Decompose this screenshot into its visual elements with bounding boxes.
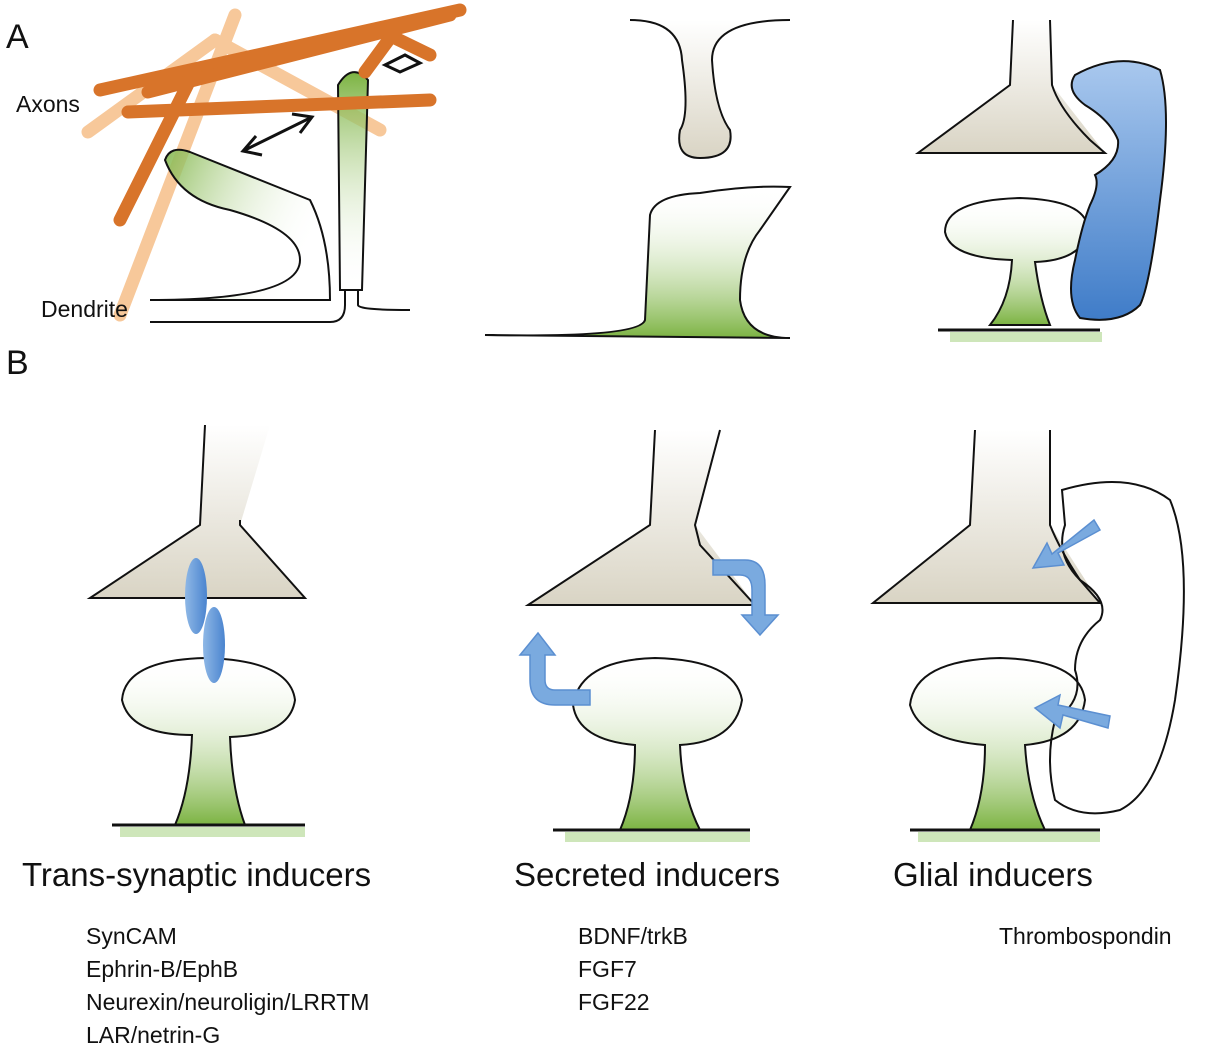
adhesion-molecule: [185, 558, 207, 634]
glial-list: Thrombospondin: [999, 920, 1172, 953]
axon-branch: [358, 31, 397, 79]
dendrite-outline: [150, 290, 411, 323]
dendrite-shaft-glow: [950, 332, 1102, 342]
list-item: LAR/netrin-G: [86, 1022, 221, 1048]
column-heading-secreted: Secreted inducers: [514, 856, 780, 893]
panel-b-glial: [870, 429, 1185, 842]
curved-arrow-icon: [518, 631, 591, 706]
column-heading-glial: Glial inducers: [893, 856, 1093, 893]
panel-label-a: A: [6, 18, 29, 56]
trans-synaptic-list: SynCAM Ephrin-B/EphB Neurexin/neuroligin…: [86, 920, 369, 1052]
list-item: FGF7: [578, 956, 637, 982]
bouton-icon: [381, 53, 424, 74]
dendrite-shaft-glow: [918, 832, 1100, 842]
dendrite-shaft-glow: [120, 827, 305, 837]
list-item: Ephrin-B/EphB: [86, 956, 239, 982]
axon-branch: [388, 31, 437, 62]
glial-process: [1070, 60, 1167, 321]
dendrite-shaft-glow: [565, 832, 750, 842]
spine-outline: [908, 656, 1087, 831]
straight-arrow-icon: [1033, 693, 1111, 730]
presynaptic-terminal: [90, 425, 305, 598]
list-item: FGF22: [578, 989, 650, 1015]
double-arrow-icon: [240, 112, 315, 157]
axons-label: Axons: [16, 91, 80, 117]
axon: [141, 8, 457, 99]
list-item: SynCAM: [86, 923, 177, 949]
panel-b-trans-synaptic: [86, 424, 308, 837]
list-item: BDNF/trkB: [578, 923, 688, 949]
spine-outline: [571, 656, 744, 831]
adhesion-molecule: [203, 607, 225, 683]
presynaptic-terminal: [528, 430, 755, 605]
dendritic-protrusion: [484, 185, 792, 339]
straight-arrow-icon: [1031, 518, 1102, 569]
presynaptic-terminal: [918, 20, 1105, 153]
panel-a-middle: [484, 19, 792, 339]
axon: [113, 63, 202, 227]
glial-process-outline: [1049, 481, 1185, 815]
spine-outline: [120, 656, 297, 826]
curved-arrow-icon: [712, 559, 780, 637]
panel-label-b: B: [6, 344, 29, 382]
panel-b-secreted: [518, 429, 780, 842]
presynaptic-outline: [914, 19, 1108, 154]
column-heading-trans-synaptic: Trans-synaptic inducers: [22, 856, 372, 893]
secreted-list: BDNF/trkB FGF7 FGF22: [578, 920, 688, 1019]
presynaptic-outline: [870, 429, 1103, 604]
panel-a-right: [914, 19, 1167, 342]
list-item: Thrombospondin: [999, 923, 1172, 949]
dendritic-filopodium: [149, 148, 332, 301]
spine-head: [943, 196, 1090, 326]
list-item: Neurexin/neuroligin/LRRTM: [86, 989, 370, 1015]
dendrite-label: Dendrite: [41, 296, 128, 322]
panel-a-filopodia: [81, 3, 467, 323]
presynaptic-terminal: [873, 430, 1100, 603]
axon-terminal: [629, 19, 791, 160]
dendritic-filopodium: [336, 71, 370, 291]
